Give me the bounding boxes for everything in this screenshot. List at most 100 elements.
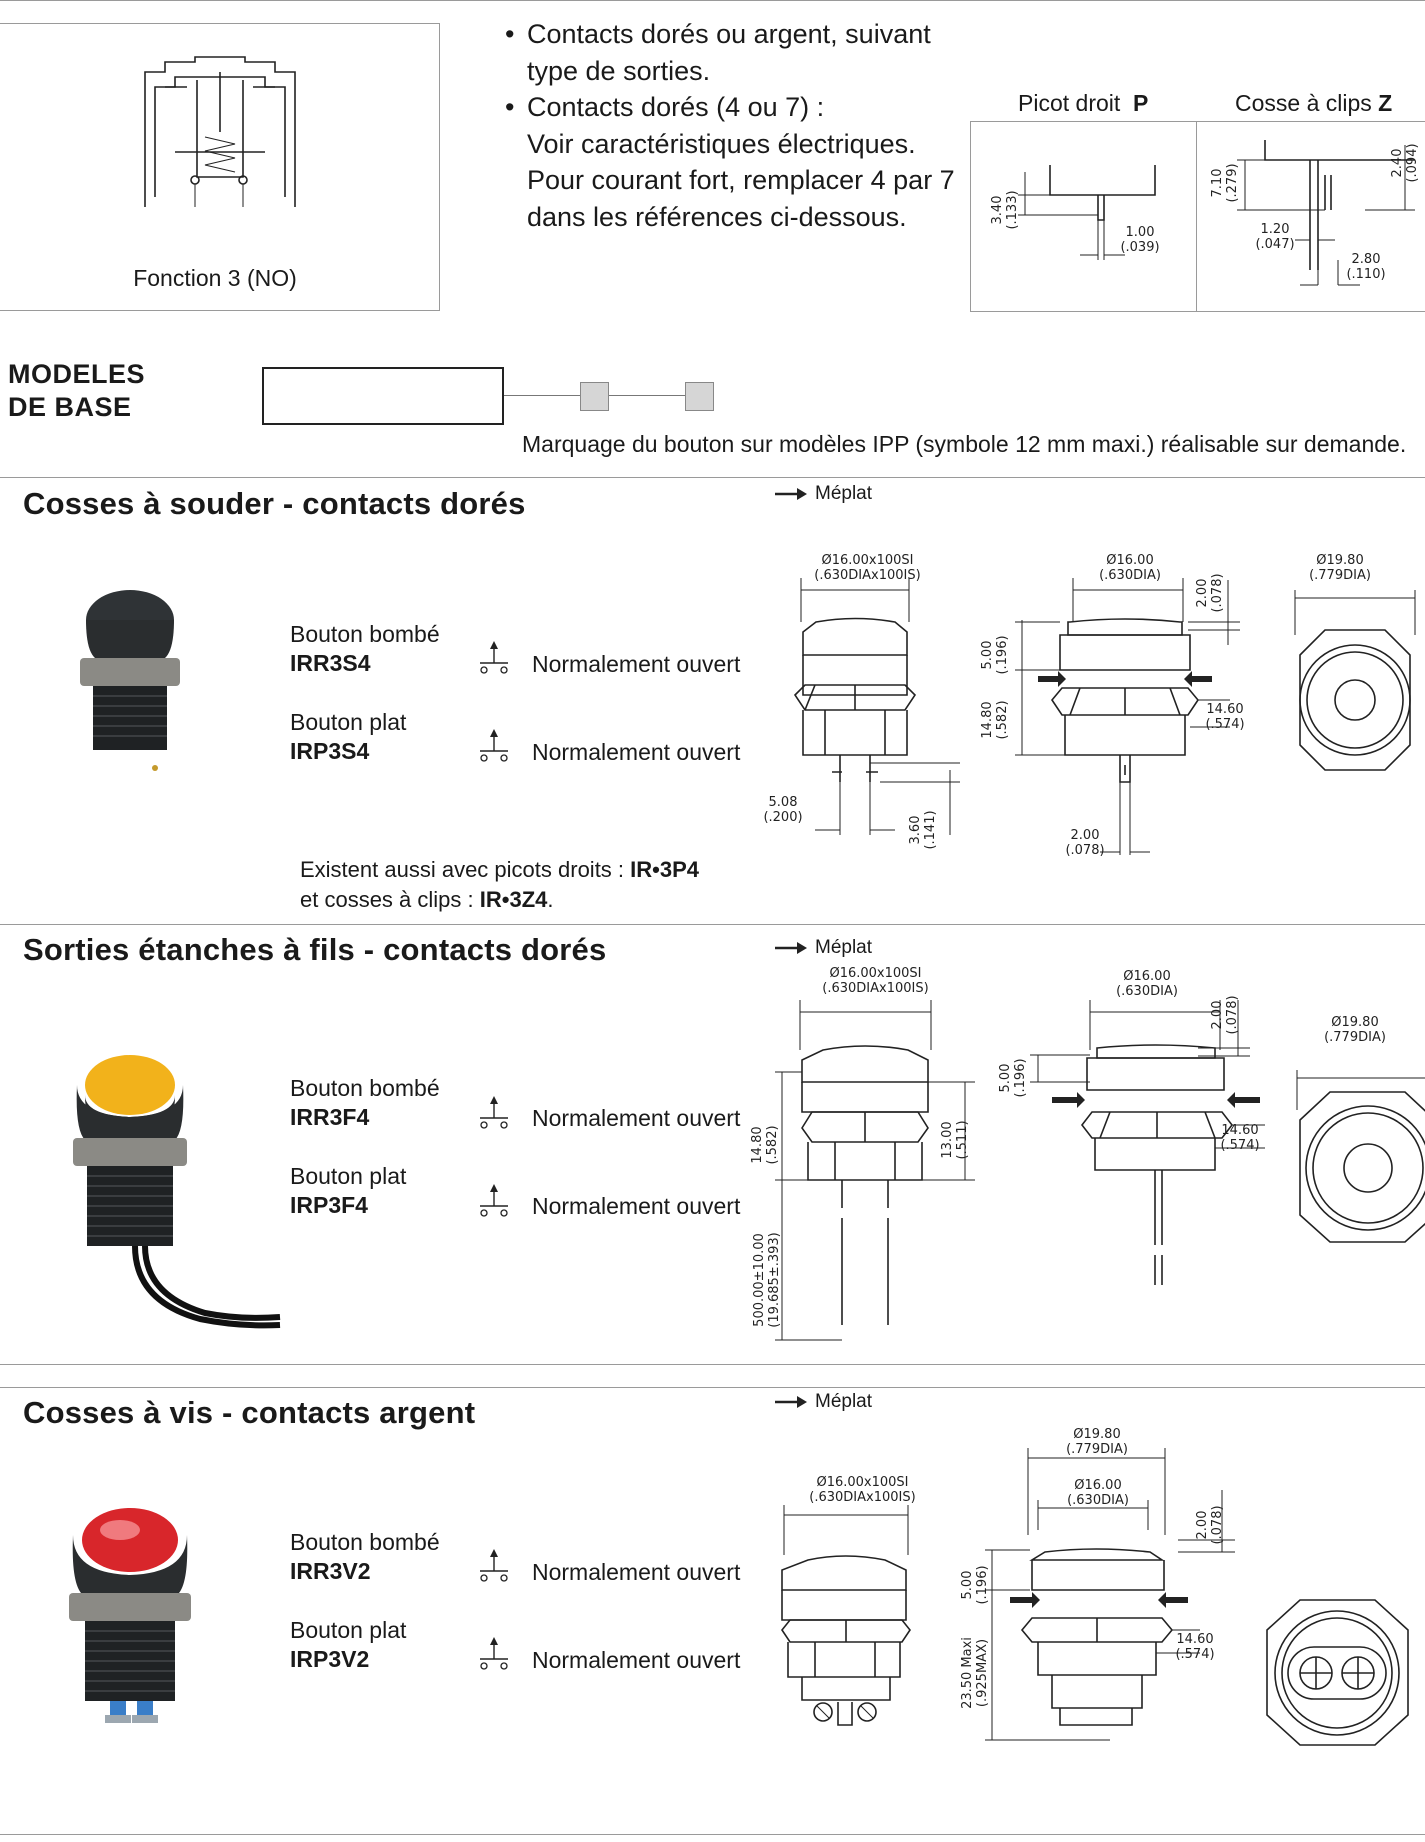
normally-open-switch-icon: [480, 1184, 508, 1217]
s3-dim-1460: 14.60(.574): [1175, 1632, 1215, 1662]
s1-dim-dia19: Ø19.80(.779DIA): [1309, 553, 1371, 583]
normally-open-switch-icon: [480, 1637, 508, 1670]
function-caption: Fonction 3 (NO): [133, 265, 297, 291]
bullet-line-5: Pour courant fort, remplacer 4 par 7: [527, 165, 955, 195]
normally-open-switch-icon: [480, 1549, 508, 1582]
outputs-box: [970, 121, 1425, 312]
section-2-drawings: [775, 1000, 1425, 1341]
s2-dim-1300: 13.00(.511): [940, 1120, 970, 1160]
s2-dim-200: 2.00(.078): [1210, 995, 1240, 1035]
marquage-note: Marquage du bouton sur modèles IPP (symb…: [522, 431, 1407, 457]
cosse-heading: Cosse à clips Z: [1235, 90, 1393, 116]
section-1-btn-1-contact: Normalement ouvert: [532, 651, 741, 677]
s1-dim-thread: Ø16.00x100SI(.630DIAx100IS): [814, 553, 921, 583]
s2-dim-wire: 500.00±10.00(19.685±.393): [752, 1232, 782, 1328]
outputs-divider: [1196, 121, 1197, 312]
picot-dim-1: 3.40(.133): [990, 190, 1020, 230]
cosse-dim-2: 2.40(.094): [1390, 143, 1420, 183]
section-3-drawings: [781, 1448, 1409, 1746]
section-3-btn-2-label: Bouton plat: [290, 1617, 407, 1643]
base-option-square-2: [685, 382, 714, 411]
s1-dim-1460: 14.60(.574): [1205, 702, 1245, 732]
section-1-btn-2-label: Bouton plat: [290, 709, 407, 735]
section-1-btn-1-ref: IRR3S4: [290, 650, 371, 676]
section-1-meplat: Méplat: [775, 483, 872, 505]
section-2-btn-1-ref: IRR3F4: [290, 1104, 370, 1130]
section-1-drawings: [793, 578, 1416, 855]
bullet-line-2: type de sorties.: [527, 55, 711, 86]
section-3-rule-b: [0, 1387, 1425, 1388]
s3-dim-dia16: Ø16.00(.630DIA): [1067, 1478, 1129, 1508]
meplat-arrow-icon: [775, 487, 807, 500]
bullet-line-1: •Contacts dorés ou argent, suivant: [505, 19, 931, 49]
bullet-line-4: Voir caractéristiques électriques.: [527, 128, 916, 159]
base-connector-line-2: [609, 395, 685, 396]
normally-open-switch-icon: [480, 641, 508, 674]
modeles-heading: MODELES DE BASE: [8, 359, 146, 422]
s3-dim-thread: Ø16.00x100SI(.630DIAx100IS): [809, 1475, 916, 1505]
bottom-rule: [0, 1834, 1425, 1835]
section-1-button-photo: [80, 590, 180, 771]
base-option-square-1: [580, 382, 609, 411]
s2-dim-dia19: Ø19.80(.779DIA): [1324, 1015, 1386, 1045]
feature-bullets: •Contacts dorés ou argent, suivant type …: [505, 16, 965, 235]
top-rule: [0, 0, 1425, 1]
section-3-btn-1-label: Bouton bombé: [290, 1529, 440, 1555]
section-3-btn-2-ref: IRP3V2: [290, 1646, 370, 1672]
section-2-btn-1-label: Bouton bombé: [290, 1075, 440, 1101]
section-2-btn-2-contact: Normalement ouvert: [532, 1193, 741, 1219]
meplat-arrow-icon: [775, 941, 807, 954]
s3-dim-dia19: Ø19.80(.779DIA): [1066, 1427, 1128, 1457]
s3-dim-500: 5.00(.196): [960, 1565, 990, 1605]
s1-dim-dia16: Ø16.00(.630DIA): [1099, 553, 1161, 583]
s1-dim-360: 3.60(.141): [908, 810, 938, 850]
cosse-dim-4: 2.80(.110): [1346, 252, 1386, 282]
normally-open-switch-icon: [480, 729, 508, 762]
section-1-btn-2-contact: Normalement ouvert: [532, 739, 741, 765]
picot-heading: Picot droit P: [1018, 90, 1149, 116]
section-2-button-photo: [73, 1055, 281, 1329]
s1-dim-508: 5.08(.200): [763, 795, 803, 825]
s1-dim-500: 5.00(.196): [980, 635, 1010, 675]
section-1-btn-1-label: Bouton bombé: [290, 621, 440, 647]
picot-dim-2: 1.00(.039): [1120, 225, 1160, 255]
section-2-rule: [0, 924, 1425, 925]
section-2-btn-2-ref: IRP3F4: [290, 1192, 368, 1218]
picot-drawing: [1018, 165, 1156, 260]
section-3-btn-1-ref: IRR3V2: [290, 1558, 371, 1584]
section-3-meplat: Méplat: [775, 1391, 872, 1413]
s1-dim-200: 2.00(.078): [1195, 573, 1225, 613]
section-2-btn-1-contact: Normalement ouvert: [532, 1105, 741, 1131]
meplat-arrow-icon: [775, 1395, 807, 1408]
cosse-drawing: [1237, 140, 1415, 286]
section-3-button-photo: [69, 1508, 191, 1723]
s2-dim-thread: Ø16.00x100SI(.630DIAx100IS): [822, 966, 929, 996]
base-reference-box: [262, 367, 504, 425]
section-1-rule: [0, 477, 1425, 478]
section-1-note: Existent aussi avec picots droits : IR•3…: [300, 857, 699, 912]
s2-dim-dia16: Ø16.00(.630DIA): [1116, 969, 1178, 999]
section-3-btn-2-contact: Normalement ouvert: [532, 1647, 741, 1673]
s1-dim-1480: 14.80(.582): [980, 700, 1010, 740]
s1-dim-200b: 2.00(.078): [1065, 828, 1105, 858]
function-3-schematic: [144, 56, 296, 207]
bullet-line-3: •Contacts dorés (4 ou 7) :: [505, 92, 825, 122]
normally-open-switch-icon: [480, 1096, 508, 1129]
section-3-btn-1-contact: Normalement ouvert: [532, 1559, 741, 1585]
s3-dim-200: 2.00(.078): [1195, 1505, 1225, 1545]
section-2-btn-2-label: Bouton plat: [290, 1163, 407, 1189]
bullet-line-6: dans les références ci-dessous.: [527, 201, 907, 232]
section-2-meplat: Méplat: [775, 937, 872, 959]
section-1-btn-2-ref: IRP3S4: [290, 738, 370, 764]
s2-dim-1460: 14.60(.574): [1220, 1123, 1260, 1153]
section-3-rule-a: [0, 1364, 1425, 1365]
section-2-title: Sorties étanches à fils - contacts dorés: [23, 932, 607, 967]
section-1-title: Cosses à souder - contacts dorés: [23, 486, 526, 521]
s3-dim-2350: 23.50 Maxi(.925MAX): [960, 1637, 990, 1709]
s2-dim-1480: 14.80(.582): [750, 1125, 780, 1165]
cosse-dim-3: 1.20(.047): [1255, 222, 1295, 252]
cosse-dim-1: 7.10(.279): [1210, 163, 1240, 203]
section-3-title: Cosses à vis - contacts argent: [23, 1395, 476, 1430]
s2-dim-500: 5.00(.196): [998, 1058, 1028, 1098]
function-box: [0, 23, 440, 311]
